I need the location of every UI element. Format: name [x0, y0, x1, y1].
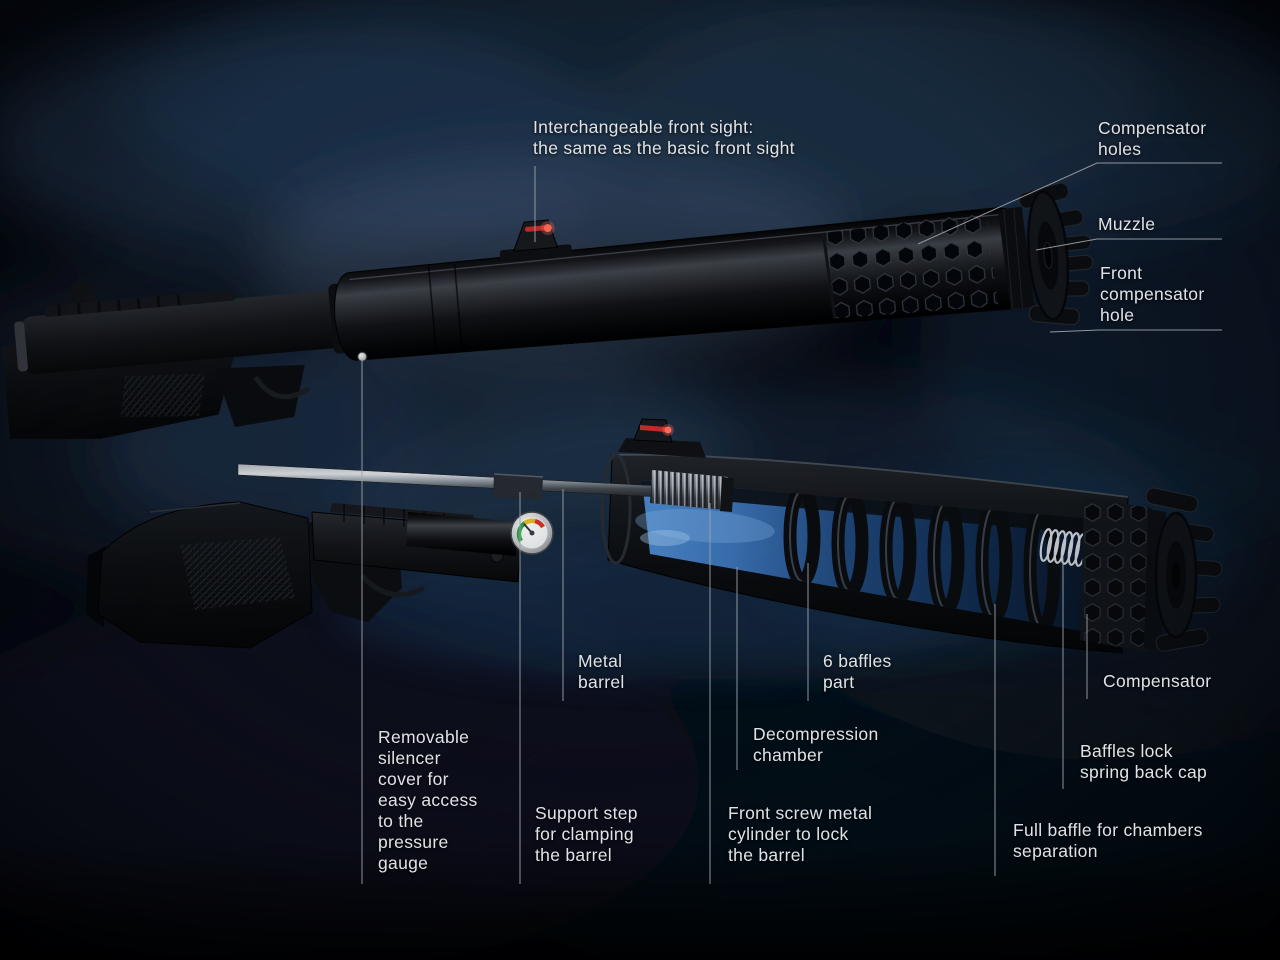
callout-compensator-holes: Compensator holes — [1098, 118, 1207, 159]
leader-front-compensator-hole — [1049, 329, 1222, 333]
callout-baffles-lock: Baffles lock spring back cap — [1080, 741, 1208, 782]
callout-muzzle: Muzzle — [1098, 214, 1156, 234]
callout-front-screw-cylinder: Front screw metal cylinder to lock the b… — [728, 803, 873, 865]
callout-removable-silencer-cover: Removable silencer cover for easy access… — [378, 727, 478, 873]
callout-metal-barrel: Metal barrel — [578, 651, 625, 692]
callout-full-baffle: Full baffle for chambers separation — [1013, 820, 1203, 861]
leader-compensator-holes — [917, 162, 1222, 245]
callout-six-baffles-part: 6 baffles part — [823, 651, 892, 692]
callout-support-step: Support step for clamping the barrel — [535, 803, 638, 865]
callout-front-compensator-hole: Front compensator hole — [1100, 263, 1205, 325]
leader-lines — [361, 162, 1222, 884]
leader-muzzle — [1035, 238, 1222, 251]
callout-front-sight: Interchangeable front sight: the same as… — [533, 117, 795, 158]
callout-compensator: Compensator — [1103, 671, 1212, 691]
callout-decompression-chamber: Decompression chamber — [753, 724, 879, 765]
